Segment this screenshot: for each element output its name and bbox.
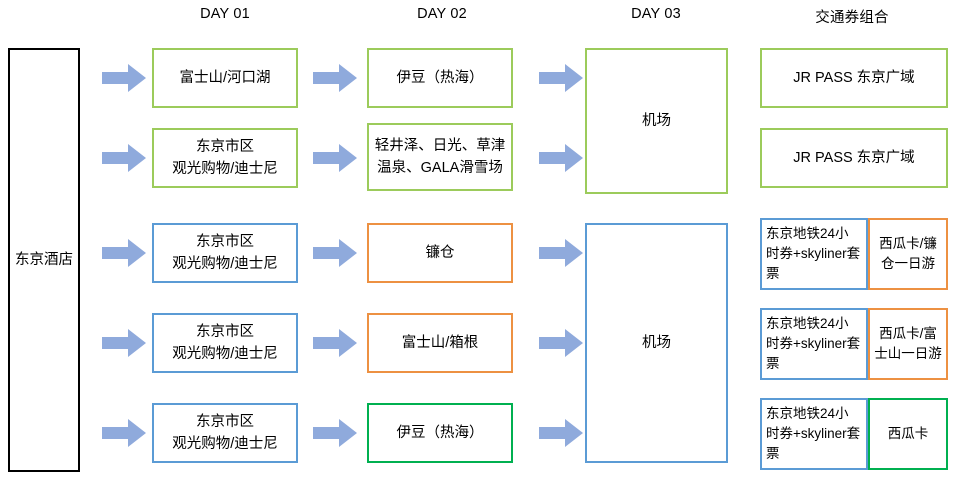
day01-label-row5: 东京市区观光购物/迪士尼 [172, 413, 278, 452]
arrow-day02-to-day03-row1 [539, 63, 583, 93]
day02-box-row5: 伊豆（热海） [367, 403, 513, 463]
pass-box-row3-left: 东京地铁24小时券+skyliner套票 [760, 218, 868, 290]
pass-box-row5-right: 西瓜卡 [868, 398, 948, 470]
arrow-day01-to-day02-row2 [313, 143, 357, 173]
pass-label-row5-left: 东京地铁24小时券+skyliner套票 [766, 405, 861, 462]
day02-box-row3: 镰仓 [367, 223, 513, 283]
arrow-day02-to-day03-row4 [539, 328, 583, 358]
day01-box-row3: 东京市区观光购物/迪士尼 [152, 223, 298, 283]
pass-label-row2: JR PASS 东京广域 [793, 149, 915, 166]
hotel-box: 东京酒店 [8, 48, 80, 472]
day01-box-row1: 富士山/河口湖 [152, 48, 298, 108]
pass-box-row4-left: 东京地铁24小时券+skyliner套票 [760, 308, 868, 380]
pass-box-row1: JR PASS 东京广域 [760, 48, 948, 108]
day02-label-row5: 伊豆（热海） [396, 424, 484, 441]
day01-label-row3: 东京市区观光购物/迪士尼 [172, 233, 278, 272]
pass-box-row3-right: 西瓜卡/镰仓一日游 [868, 218, 948, 290]
pass-box-row4-right: 西瓜卡/富士山一日游 [868, 308, 948, 380]
day02-label-row1: 伊豆（热海） [396, 69, 484, 86]
day01-label-row2: 东京市区观光购物/迪士尼 [172, 138, 278, 177]
pass-box-row5-left: 东京地铁24小时券+skyliner套票 [760, 398, 868, 470]
pass-label-row4-right: 西瓜卡/富士山一日游 [874, 325, 942, 361]
day02-box-row2: 轻井泽、日光、草津温泉、GALA滑雪场 [367, 123, 513, 191]
pass-label-row5-right: 西瓜卡 [887, 425, 929, 441]
arrow-hotel-to-day01-row4 [102, 328, 146, 358]
arrow-day02-to-day03-row2 [539, 143, 583, 173]
arrow-hotel-to-day01-row5 [102, 418, 146, 448]
column-header-day01: DAY 01 [200, 6, 250, 22]
day01-box-row5: 东京市区观光购物/迪士尼 [152, 403, 298, 463]
arrow-hotel-to-day01-row3 [102, 238, 146, 268]
day01-box-row4: 东京市区观光购物/迪士尼 [152, 313, 298, 373]
arrow-day01-to-day02-row5 [313, 418, 357, 448]
day02-box-row1: 伊豆（热海） [367, 48, 513, 108]
arrow-hotel-to-day01-row2 [102, 143, 146, 173]
pass-box-row2: JR PASS 东京广域 [760, 128, 948, 188]
day01-label-row1: 富士山/河口湖 [179, 69, 271, 86]
arrow-day01-to-day02-row4 [313, 328, 357, 358]
day01-box-row2: 东京市区观光购物/迪士尼 [152, 128, 298, 188]
column-header-day03: DAY 03 [631, 6, 681, 22]
day01-label-row4: 东京市区观光购物/迪士尼 [172, 323, 278, 362]
day03-label-top: 机场 [642, 112, 671, 129]
day03-box-bottom: 机场 [585, 223, 728, 463]
day02-label-row2: 轻井泽、日光、草津温泉、GALA滑雪场 [374, 137, 506, 176]
hotel-label: 东京酒店 [15, 251, 73, 268]
arrow-day02-to-day03-row3 [539, 238, 583, 268]
pass-label-row3-left: 东京地铁24小时券+skyliner套票 [766, 225, 861, 282]
pass-label-row1: JR PASS 东京广域 [793, 69, 915, 86]
arrow-day01-to-day02-row1 [313, 63, 357, 93]
pass-label-row3-right: 西瓜卡/镰仓一日游 [879, 235, 937, 271]
day02-label-row4: 富士山/箱根 [401, 334, 479, 351]
arrow-day01-to-day02-row3 [313, 238, 357, 268]
arrow-day02-to-day03-row5 [539, 418, 583, 448]
pass-label-row4-left: 东京地铁24小时券+skyliner套票 [766, 315, 861, 372]
day02-box-row4: 富士山/箱根 [367, 313, 513, 373]
column-header-day02: DAY 02 [417, 6, 467, 22]
day03-box-top: 机场 [585, 48, 728, 194]
day03-label-bottom: 机场 [642, 334, 671, 351]
arrow-hotel-to-day01-row1 [102, 63, 146, 93]
day02-label-row3: 镰仓 [425, 244, 455, 261]
column-header-transit-pass: 交通券组合 [815, 10, 889, 26]
